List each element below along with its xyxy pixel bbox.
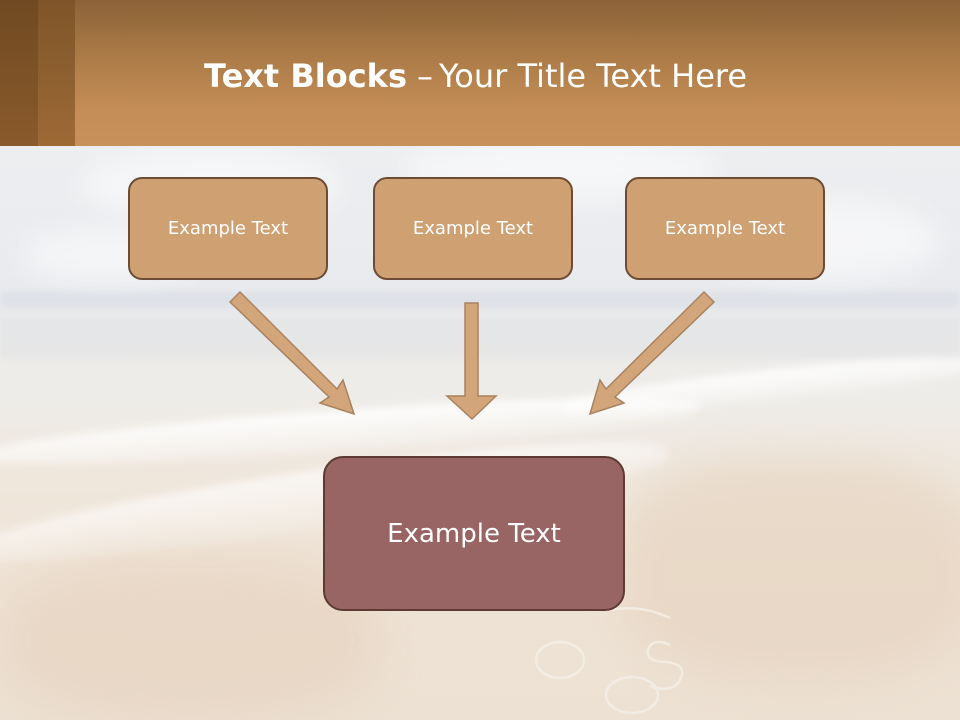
top-text-box-1[interactable]: Example Text [128,177,328,280]
title-rest: Your Title Text Here [439,57,748,95]
bottom-text-box[interactable]: Example Text [323,456,625,611]
title-bold-part: Text Blocks [204,57,407,95]
header-banner: Text Blocks–Your Title Text Here [0,0,960,146]
arrow-right-diagonal[interactable] [588,290,716,416]
top-box-2-label: Example Text [412,218,534,239]
arrow-left-diagonal[interactable] [228,290,356,416]
sand-writing-drawing [534,607,684,715]
top-text-box-3[interactable]: Example Text [625,177,825,280]
arrow-center-down[interactable] [445,302,498,421]
sea-band [0,318,960,358]
title-separator: – [417,57,433,95]
top-text-box-2[interactable]: Example Text [373,177,573,280]
top-box-1-label: Example Text [167,218,289,239]
top-box-3-label: Example Text [664,218,786,239]
page-title[interactable]: Text Blocks–Your Title Text Here [204,54,747,98]
sand-shade [0,560,380,720]
sand-shade [620,460,960,680]
header-accent-strip [0,0,38,146]
header-accent-strip [38,0,75,146]
bottom-box-label: Example Text [387,518,561,549]
